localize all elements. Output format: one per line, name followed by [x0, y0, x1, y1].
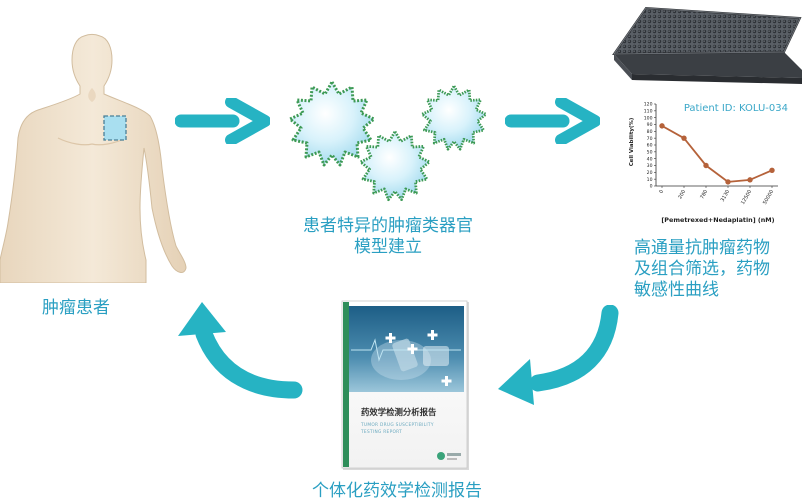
caption-screening: 高通量抗肿瘤药物 及组合筛选，药物 敏感性曲线 — [634, 238, 770, 301]
chart-x-tick-label: 50000 — [762, 189, 775, 206]
chart-data-point — [703, 162, 709, 169]
caption-patient: 肿瘤患者 — [42, 298, 110, 318]
chart-title: Patient ID: KOLU-034 — [684, 103, 788, 114]
chart-y-tick-label: 50 — [647, 149, 653, 155]
report-subtitle-line1: TUMOR DRUG SUSCEPTIBILITY — [361, 423, 434, 428]
report-title: 药效学检测分析报告 — [361, 407, 437, 417]
arrow-right-2 — [505, 98, 600, 144]
chart-x-tick-label: 0 — [658, 189, 665, 195]
arrow-curved-down-left — [498, 305, 619, 405]
chart-y-tick-label: 0 — [650, 184, 653, 190]
chart-y-tick-label: 110 — [644, 108, 653, 114]
report-booklet: 药效学检测分析报告 TUMOR DRUG SUSCEPTIBILITY TEST… — [341, 300, 471, 472]
tumor-site-marker — [103, 115, 127, 141]
chart-x-tick-label: 200 — [677, 189, 687, 200]
chart-y-tick-label: 80 — [647, 129, 653, 135]
chart-x-ticks: 0 200 780 3130 12500 50000 — [658, 186, 775, 206]
chart-y-tick-label: 20 — [647, 170, 653, 176]
chart-data-point — [659, 123, 665, 129]
caption-organoid: 患者特异的肿瘤类器官 模型建立 — [288, 216, 488, 258]
chart-y-tick-label: 60 — [647, 143, 653, 149]
caption-organoid-line2: 模型建立 — [354, 237, 422, 257]
chart-data-point — [769, 167, 775, 173]
chart-y-tick-label: 30 — [647, 163, 653, 169]
arrow-curved-up-left — [178, 302, 303, 399]
chart-series-line — [661, 125, 773, 183]
caption-screening-line3: 敏感性曲线 — [634, 280, 719, 300]
chart-y-tick-label: 40 — [647, 156, 653, 162]
caption-screening-line1: 高通量抗肿瘤药物 — [634, 238, 770, 258]
chart-y-tick-label: 90 — [647, 122, 653, 128]
microplate — [612, 6, 802, 84]
chart-x-tick-label: 780 — [699, 189, 709, 200]
chart-data-point — [725, 179, 731, 185]
report-subtitle-line2: TESTING REPORT — [361, 430, 403, 435]
chart-y-tick-label: 70 — [647, 136, 653, 142]
chart-y-tick-label: 100 — [644, 115, 653, 121]
caption-screening-line2: 及组合筛选，药物 — [634, 259, 770, 279]
patient-figure — [0, 34, 187, 283]
report-cover-art — [341, 300, 469, 470]
chart-x-tick-label: 12500 — [740, 189, 753, 206]
chart-x-tick-label: 3130 — [720, 189, 732, 203]
chart-xlabel: [Pemetrexed+Nedaplatin] (nM) — [661, 216, 774, 224]
chart-ylabel: Cell Viability(%) — [629, 118, 635, 167]
chart-y-tick-label: 120 — [644, 102, 653, 108]
arrow-right-1 — [175, 98, 270, 144]
organoid-cluster — [288, 80, 488, 202]
chart-series — [659, 123, 775, 185]
chart-data-point — [747, 177, 753, 183]
chart-y-tick-label: 10 — [647, 177, 653, 183]
caption-organoid-line1: 患者特异的肿瘤类器官 — [303, 216, 473, 236]
chart-data-point — [681, 135, 687, 141]
caption-report: 个体化药效学检测报告 — [312, 481, 482, 501]
dose-response-chart: Patient ID: KOLU-034 Cell Viability(%) [… — [629, 102, 788, 224]
